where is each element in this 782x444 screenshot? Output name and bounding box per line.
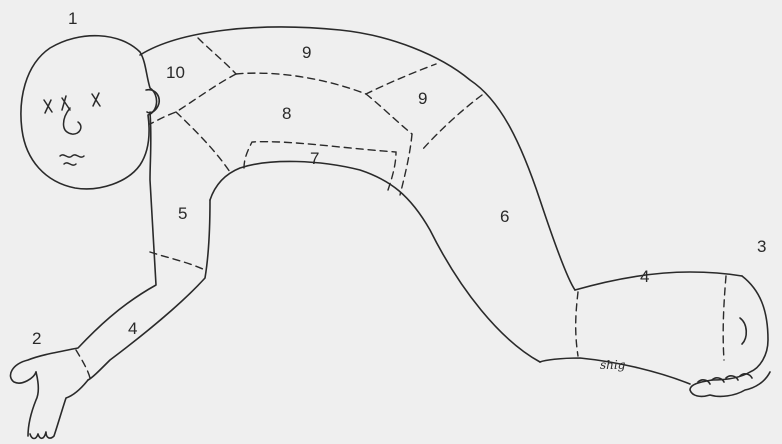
label-thigh: 6	[500, 207, 510, 226]
label-lower-leg: 4	[640, 267, 650, 286]
label-chest: 8	[282, 104, 292, 123]
seam-shoulder-side	[365, 93, 413, 135]
toes-outline	[697, 373, 753, 385]
seam-back-hip	[421, 94, 483, 151]
seam-neck-chest	[149, 73, 237, 125]
seam-neck	[197, 37, 237, 75]
label-upper-arm: 5	[178, 204, 188, 223]
arm-front-outline	[9, 111, 157, 384]
artist-signature: shig	[600, 358, 626, 372]
lower-leg-bottom-outline	[539, 357, 691, 385]
arm-back-outline	[87, 199, 211, 381]
seam-hip	[399, 133, 413, 196]
nose-outline	[62, 107, 82, 135]
seam-elbow	[149, 251, 206, 271]
seam-ankle	[722, 275, 727, 361]
eyes-x-marks	[43, 92, 101, 114]
label-abdomen: 7	[310, 149, 320, 168]
mouth-squiggle	[59, 154, 85, 166]
label-hand: 2	[32, 329, 42, 348]
label-shoulder: 9	[418, 89, 428, 108]
label-foot: 3	[757, 237, 767, 256]
seam-abdomen	[243, 141, 397, 191]
ankle-mark	[739, 317, 748, 345]
label-forearm: 4	[128, 319, 138, 338]
lower-leg-top-outline	[574, 271, 743, 291]
thigh-bottom-outline	[209, 160, 541, 363]
head-outline	[20, 34, 158, 190]
label-neck: 10	[166, 63, 185, 82]
label-head: 1	[68, 9, 78, 28]
foot-outline	[689, 275, 771, 398]
seam-wrist	[75, 349, 91, 379]
label-upper-back: 9	[302, 43, 312, 62]
seam-armpit	[175, 111, 231, 173]
seam-knee	[574, 291, 579, 357]
back-outline	[139, 26, 576, 291]
seam-shoulder-top	[235, 63, 437, 95]
hand-outline	[27, 371, 89, 440]
